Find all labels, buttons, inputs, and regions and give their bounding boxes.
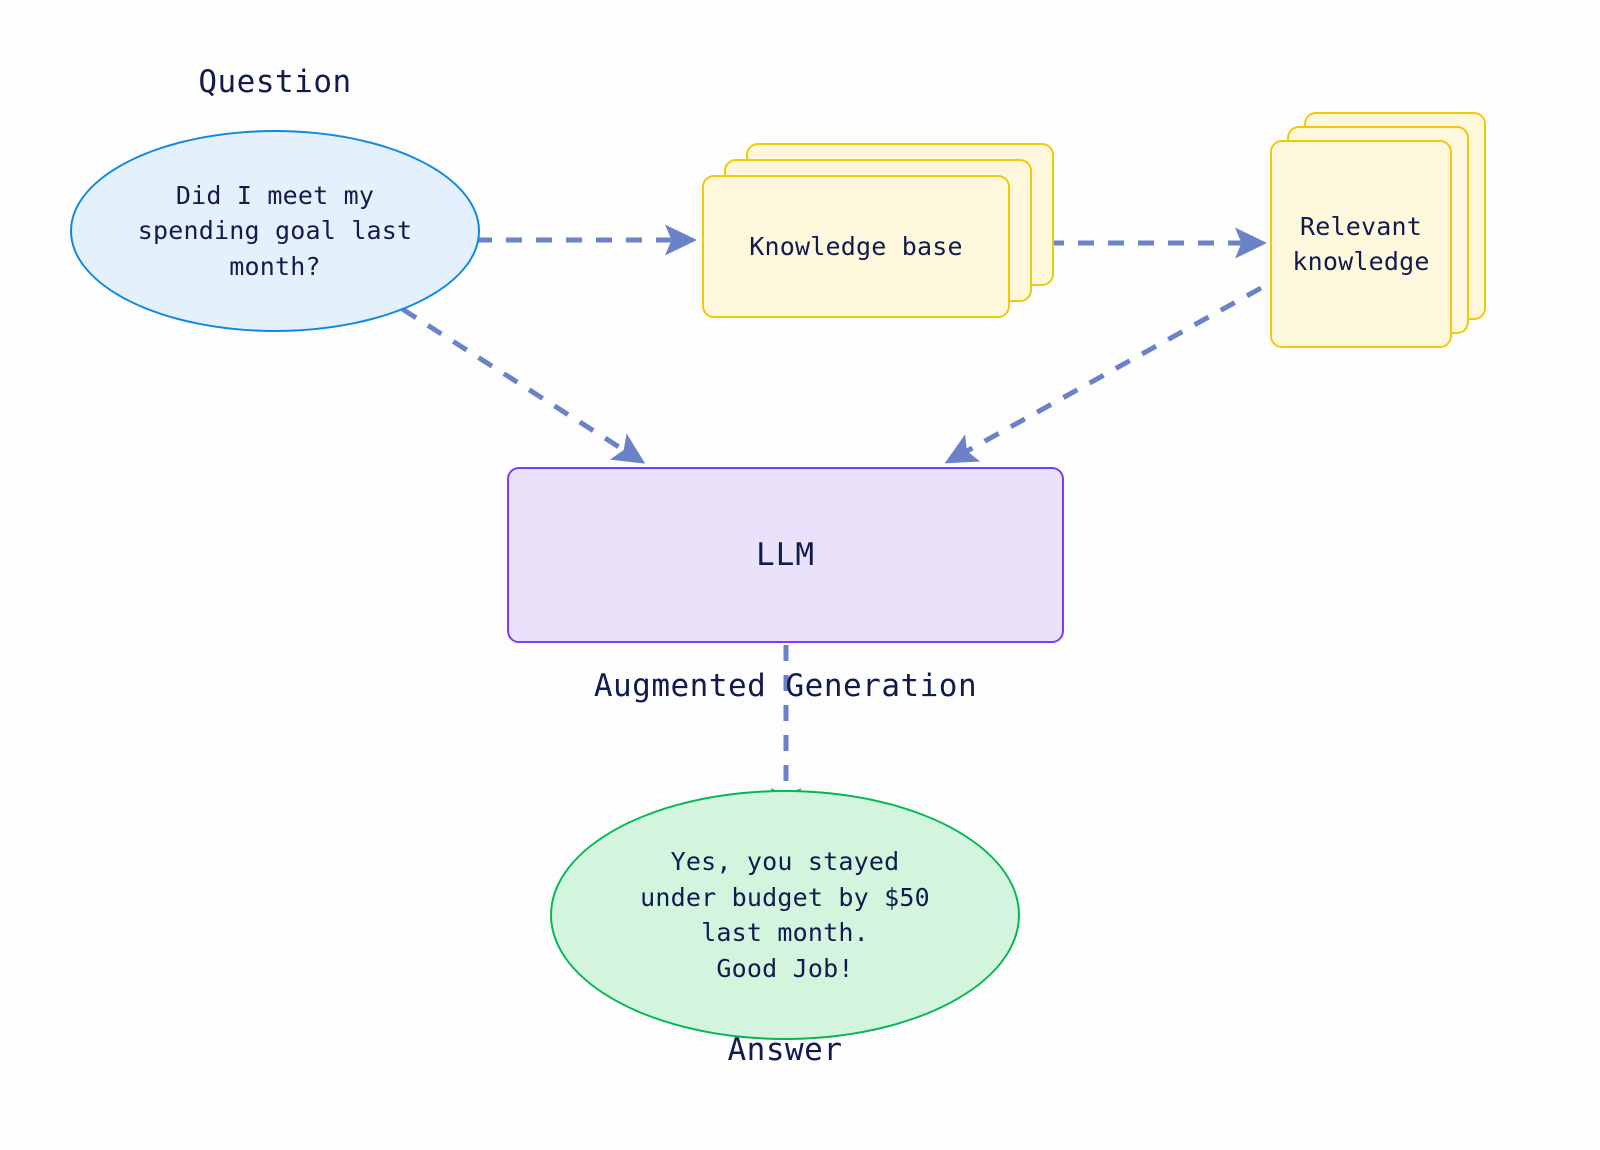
llm-text: LLM: [756, 536, 815, 573]
question-text: Did I meet my spending goal last month?: [137, 180, 413, 281]
relevant-knowledge-text: Relevant knowledge: [1292, 211, 1430, 277]
relevant-knowledge-card-front: Relevant knowledge: [1270, 140, 1452, 348]
question-caption: Question: [198, 64, 352, 100]
knowledge-base-text: Knowledge base: [749, 231, 963, 261]
augmented-generation-label: Augmented Generation: [593, 668, 978, 704]
node-llm[interactable]: LLM: [507, 467, 1064, 643]
node-answer[interactable]: Yes, you stayed under budget by $50 last…: [550, 790, 1020, 1040]
answer-caption: Answer: [727, 1032, 843, 1068]
node-question[interactable]: Did I meet my spending goal last month?: [70, 130, 480, 332]
answer-text: Yes, you stayed under budget by $50 last…: [640, 847, 930, 983]
knowledge-base-card-front: Knowledge base: [702, 175, 1010, 318]
node-knowledge-base[interactable]: Knowledge base: [702, 143, 1054, 318]
node-relevant-knowledge[interactable]: Relevant knowledge: [1270, 112, 1486, 352]
